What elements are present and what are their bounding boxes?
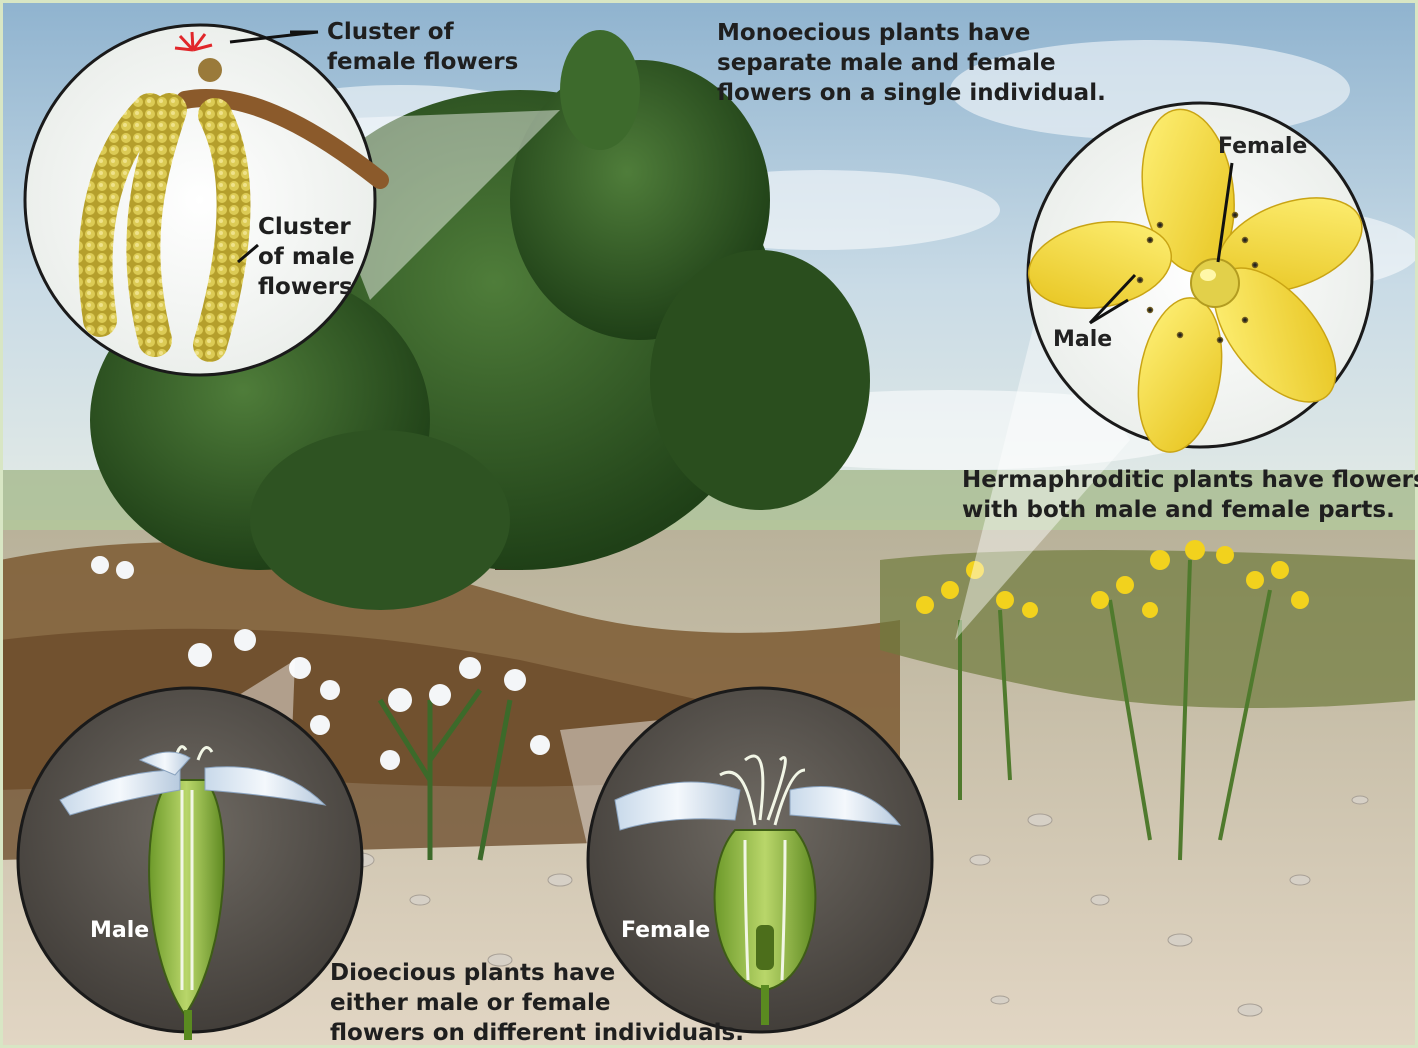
dioecious-caption: Dioecious plants have either male or fem… xyxy=(330,958,744,1048)
monoecious-lead: Monoecious xyxy=(717,20,871,46)
dioecious-line3: flowers on different individuals. xyxy=(330,1018,744,1048)
dioecious-line2: either male or female xyxy=(330,988,744,1018)
dioecious-female-label: Female xyxy=(621,918,710,943)
hermaphroditic-lead: Hermaphroditic xyxy=(962,467,1165,493)
hermaphroditic-line2: with both male and female parts. xyxy=(962,495,1418,525)
dioecious-line1-rest: plants have xyxy=(456,960,615,986)
monoecious-line1-rest: plants have xyxy=(871,20,1030,46)
male-cluster-label: Cluster of male flowers xyxy=(258,212,355,302)
monoecious-line3: flowers on a single individual. xyxy=(717,78,1106,108)
hermaphroditic-caption: Hermaphroditic plants have flowers with … xyxy=(962,465,1418,525)
hermaphroditic-line1-rest: plants have flowers xyxy=(1165,467,1418,493)
dioecious-lead: Dioecious xyxy=(330,960,456,986)
catkin-inset xyxy=(25,25,380,375)
monoecious-line2: separate male and female xyxy=(717,48,1106,78)
monoecious-caption: Monoecious plants have separate male and… xyxy=(717,18,1106,108)
male-cluster-line2: of male xyxy=(258,242,355,272)
female-cluster-line2: female flowers xyxy=(327,47,518,77)
yellow-female-label: Female xyxy=(1218,134,1307,159)
yellow-male-label: Male xyxy=(1053,327,1112,352)
male-cluster-line1: Cluster xyxy=(258,212,355,242)
female-cluster-line1: Cluster of xyxy=(327,17,518,47)
dioecious-male-label: Male xyxy=(90,918,149,943)
female-cluster-label: Cluster of female flowers xyxy=(327,17,518,77)
male-cluster-line3: flowers xyxy=(258,272,355,302)
